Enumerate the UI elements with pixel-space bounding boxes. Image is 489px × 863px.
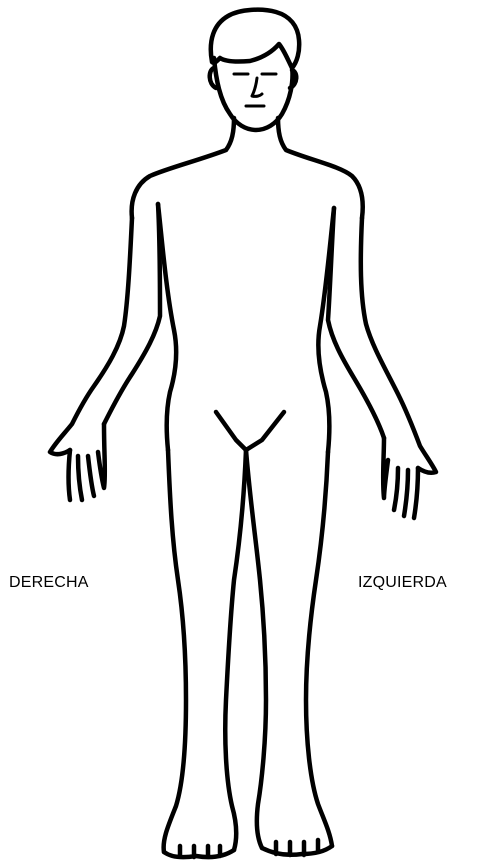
right-leg-outer xyxy=(164,450,186,852)
left-foot xyxy=(262,840,332,855)
left-arm-outer xyxy=(361,218,436,473)
left-leg-outer xyxy=(306,452,332,846)
left-arm-inner xyxy=(328,208,384,438)
right-arm-outer xyxy=(50,218,132,454)
left-side-label: IZQUIERDA xyxy=(358,573,447,593)
right-leg-inner xyxy=(225,450,246,850)
right-foot xyxy=(164,846,234,857)
nose xyxy=(252,78,262,96)
groin-lines xyxy=(216,412,284,450)
left-hand xyxy=(383,438,418,518)
neck-right xyxy=(278,118,363,218)
right-hand xyxy=(69,424,105,500)
right-side-label: DERECHA xyxy=(9,573,89,593)
left-leg-inner xyxy=(246,450,266,848)
hair-outline xyxy=(211,10,299,68)
torso-right-side xyxy=(158,204,176,450)
neck-left xyxy=(132,118,234,218)
